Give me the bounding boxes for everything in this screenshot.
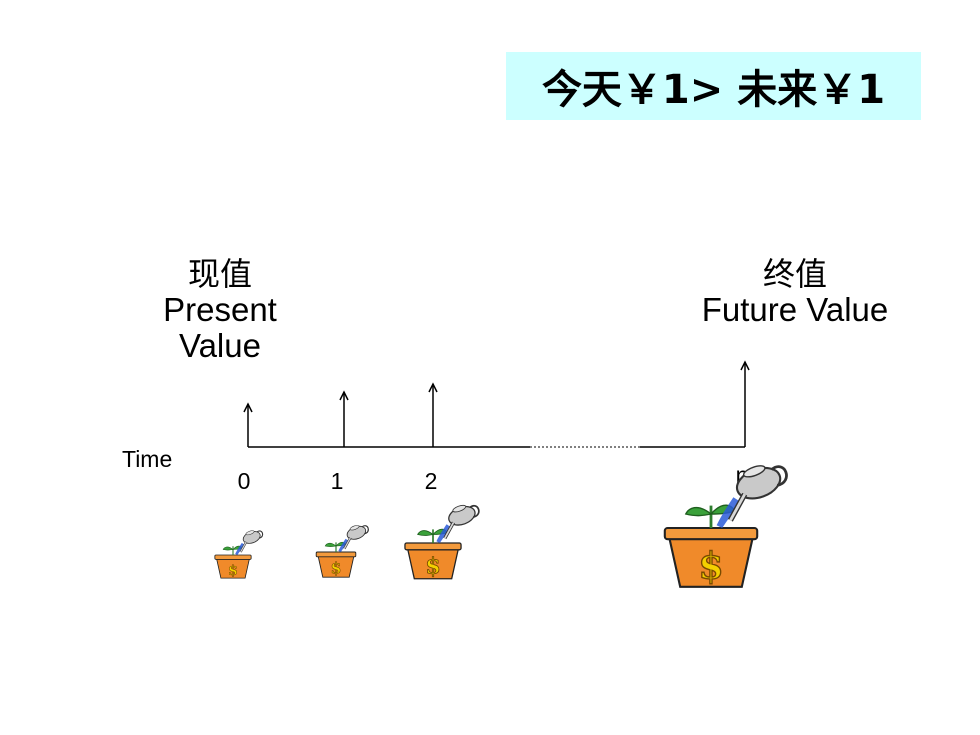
title-text: 今天￥1> 未来￥1 [541, 67, 886, 113]
present-value-en-2: Value [179, 327, 261, 364]
present-value-en-1: Present [163, 291, 277, 328]
plant-pot-icon [665, 457, 795, 587]
plant-pot-icon [213, 526, 268, 580]
tick-label-2: 2 [424, 468, 438, 494]
future-value-label: 终值 Future Value [680, 256, 910, 328]
tick-label-1: 1 [330, 468, 344, 494]
future-value-cn: 终值 [762, 255, 827, 293]
present-value-label: 现值 Present Value [140, 256, 300, 364]
plant-pot-icon [403, 498, 486, 582]
plant-pot-icon [315, 520, 374, 579]
time-axis-label: Time [122, 446, 173, 472]
present-value-cn: 现值 [187, 255, 252, 293]
title-banner: 今天￥1> 未来￥1 [506, 52, 921, 120]
tick-label-0: 0 [237, 468, 251, 494]
future-value-en: Future Value [701, 291, 889, 328]
